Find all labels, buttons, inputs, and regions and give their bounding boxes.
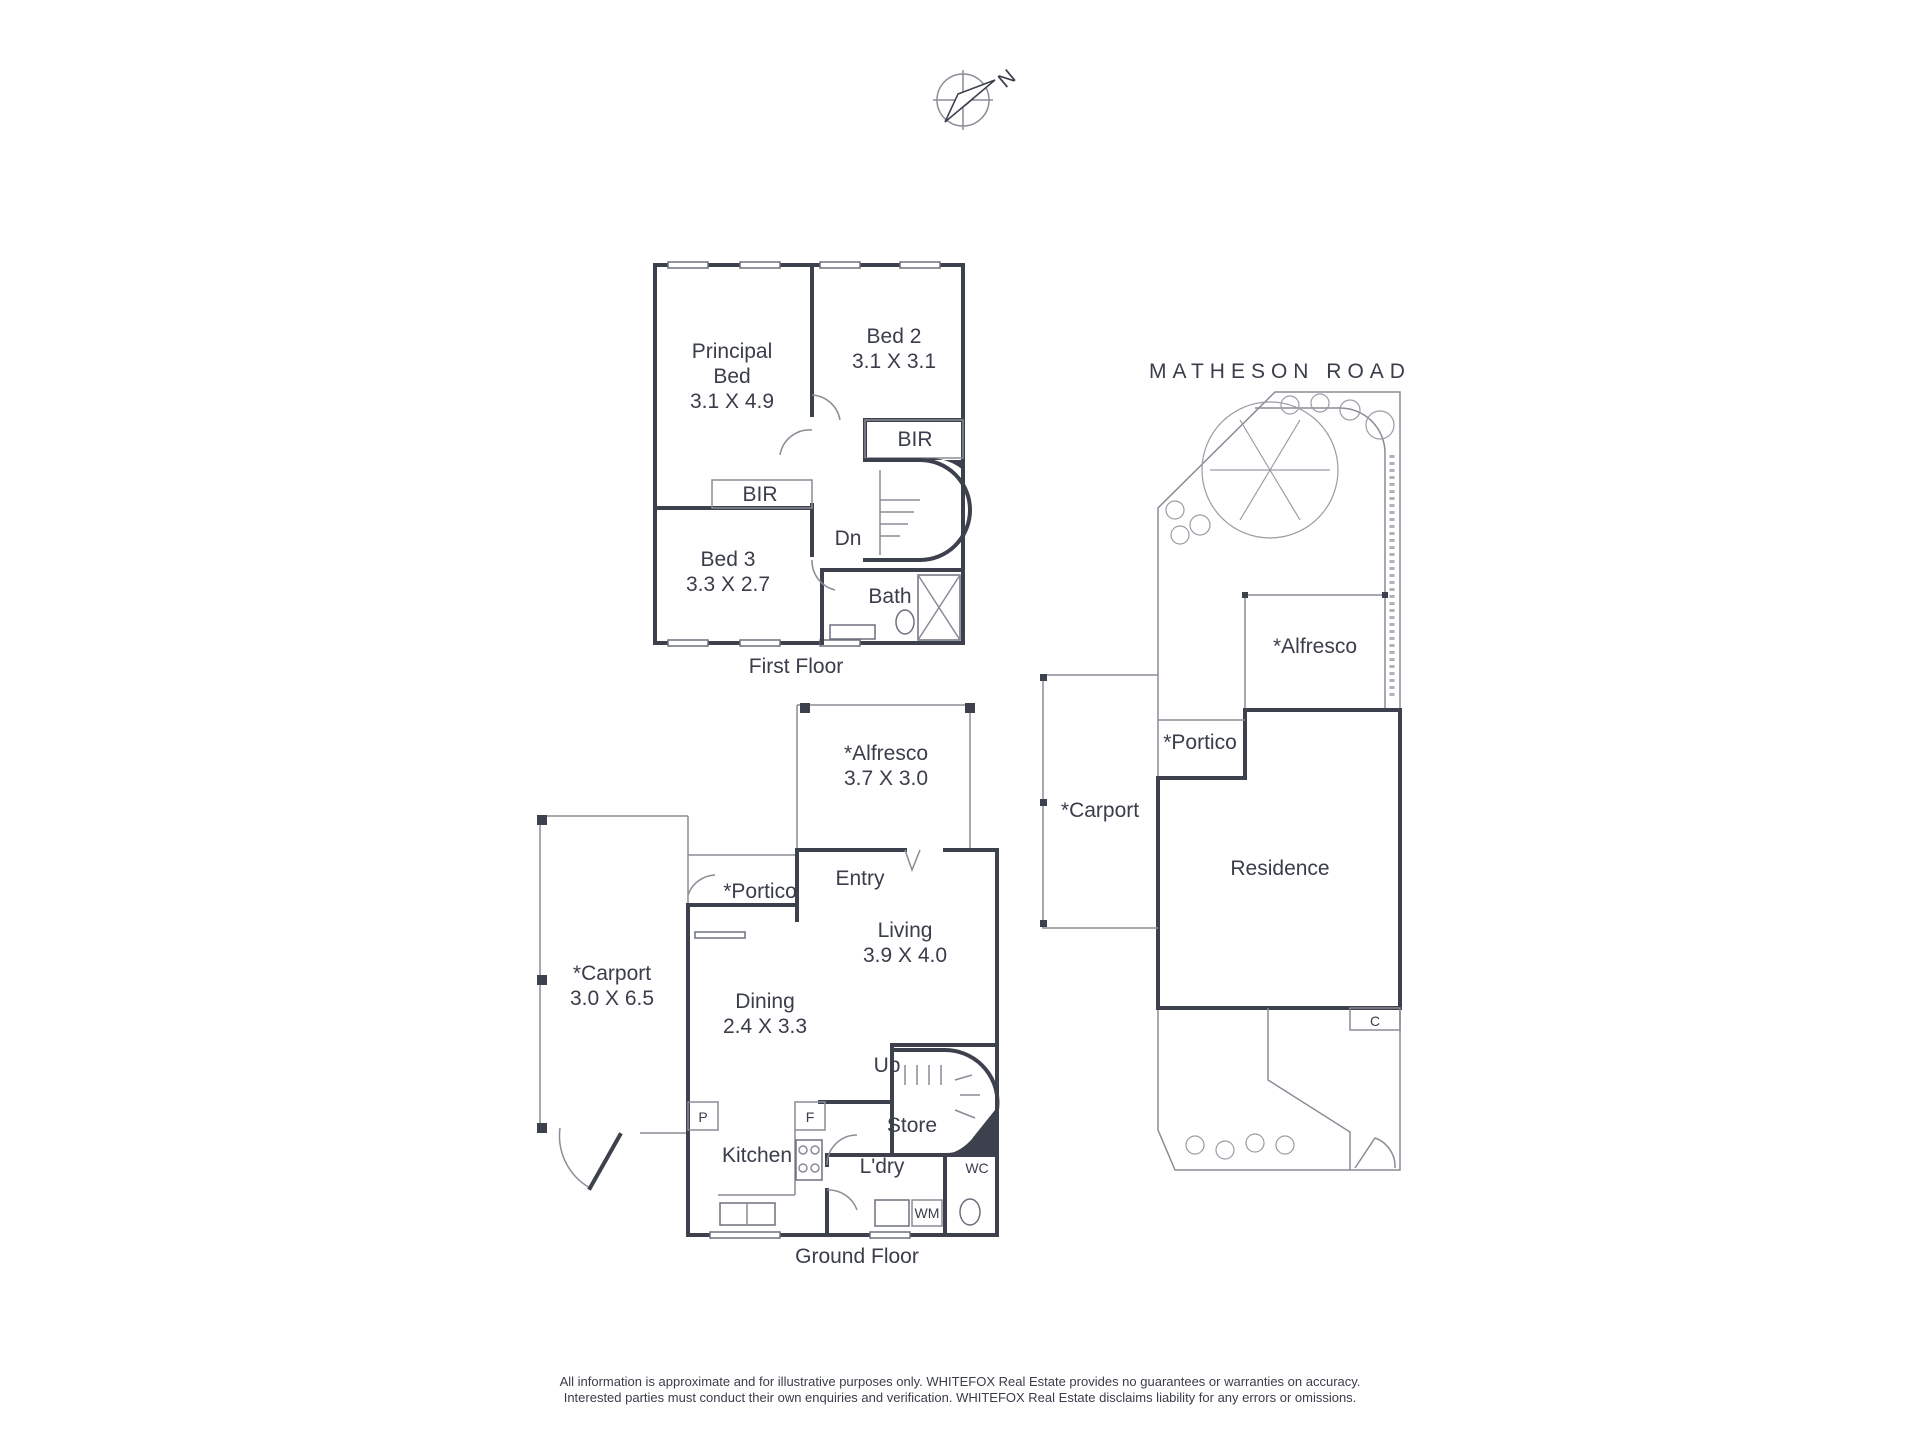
compass: N: [933, 65, 1020, 130]
first-floor-plan: Principal Bed 3.1 X 4.9 Bed 2 3.1 X 3.1 …: [653, 261, 972, 678]
site-carport-label: *Carport: [1061, 799, 1139, 822]
principal-bed-name-2: Bed: [713, 365, 750, 388]
bed3-name: Bed 3: [701, 548, 756, 571]
principal-bed-size: 3.1 X 4.9: [690, 390, 774, 413]
stair-treads-ground: [904, 1065, 980, 1119]
bir-bed2-label: BIR: [897, 428, 932, 451]
fridge-label: F: [806, 1109, 815, 1125]
dining-size: 2.4 X 3.3: [723, 1015, 807, 1038]
bir-principal-label: BIR: [742, 483, 777, 506]
bed2-name: Bed 2: [867, 325, 922, 348]
ground-alfresco-size: 3.7 X 3.0: [844, 767, 928, 790]
windows: [667, 261, 941, 647]
stairs-down-label: Dn: [835, 527, 862, 550]
site-portico-label: *Portico: [1163, 731, 1237, 754]
ground-floor-title: Ground Floor: [795, 1245, 919, 1268]
site-c-label: C: [1370, 1013, 1380, 1029]
stair-treads: [880, 499, 920, 537]
residence-label: Residence: [1230, 857, 1329, 880]
kitchen-label: Kitchen: [722, 1144, 792, 1167]
disclaimer: All information is approximate and for i…: [0, 1374, 1920, 1406]
ground-floor-plan: *Alfresco 3.7 X 3.0 *Portico Entry Livin…: [537, 703, 1000, 1268]
wc-label: WC: [965, 1160, 988, 1176]
laundry-label: L'dry: [860, 1155, 905, 1178]
pantry-label: P: [698, 1109, 707, 1125]
bed2-size: 3.1 X 3.1: [852, 350, 936, 373]
stairs-up-label: Up: [874, 1054, 901, 1077]
ground-carport-name: *Carport: [573, 962, 651, 985]
store-label: Store: [887, 1114, 937, 1137]
ground-alfresco-name: *Alfresco: [844, 742, 928, 765]
living-size: 3.9 X 4.0: [863, 944, 947, 967]
dining-name: Dining: [735, 990, 795, 1013]
garden-plants-icon: [1165, 393, 1395, 1160]
principal-bed-name-1: Principal: [692, 340, 773, 363]
compass-rose-icon: [933, 70, 996, 130]
living-name: Living: [878, 919, 933, 942]
road-label: MATHESON ROAD: [1149, 360, 1411, 383]
first-floor-title: First Floor: [749, 655, 844, 678]
bath-label: Bath: [868, 585, 911, 608]
compass-north-label: N: [994, 65, 1020, 92]
site-plan: MATHESON ROAD: [1040, 360, 1411, 1171]
wm-label: WM: [915, 1205, 940, 1221]
entry-label: Entry: [835, 867, 885, 890]
disclaimer-line-2: Interested parties must conduct their ow…: [563, 1390, 1357, 1405]
disclaimer-line-1: All information is approximate and for i…: [559, 1374, 1361, 1389]
bed3-size: 3.3 X 2.7: [686, 573, 770, 596]
site-alfresco-label: *Alfresco: [1273, 635, 1357, 658]
ground-portico-label: *Portico: [723, 880, 797, 903]
ground-carport-size: 3.0 X 6.5: [570, 987, 654, 1010]
